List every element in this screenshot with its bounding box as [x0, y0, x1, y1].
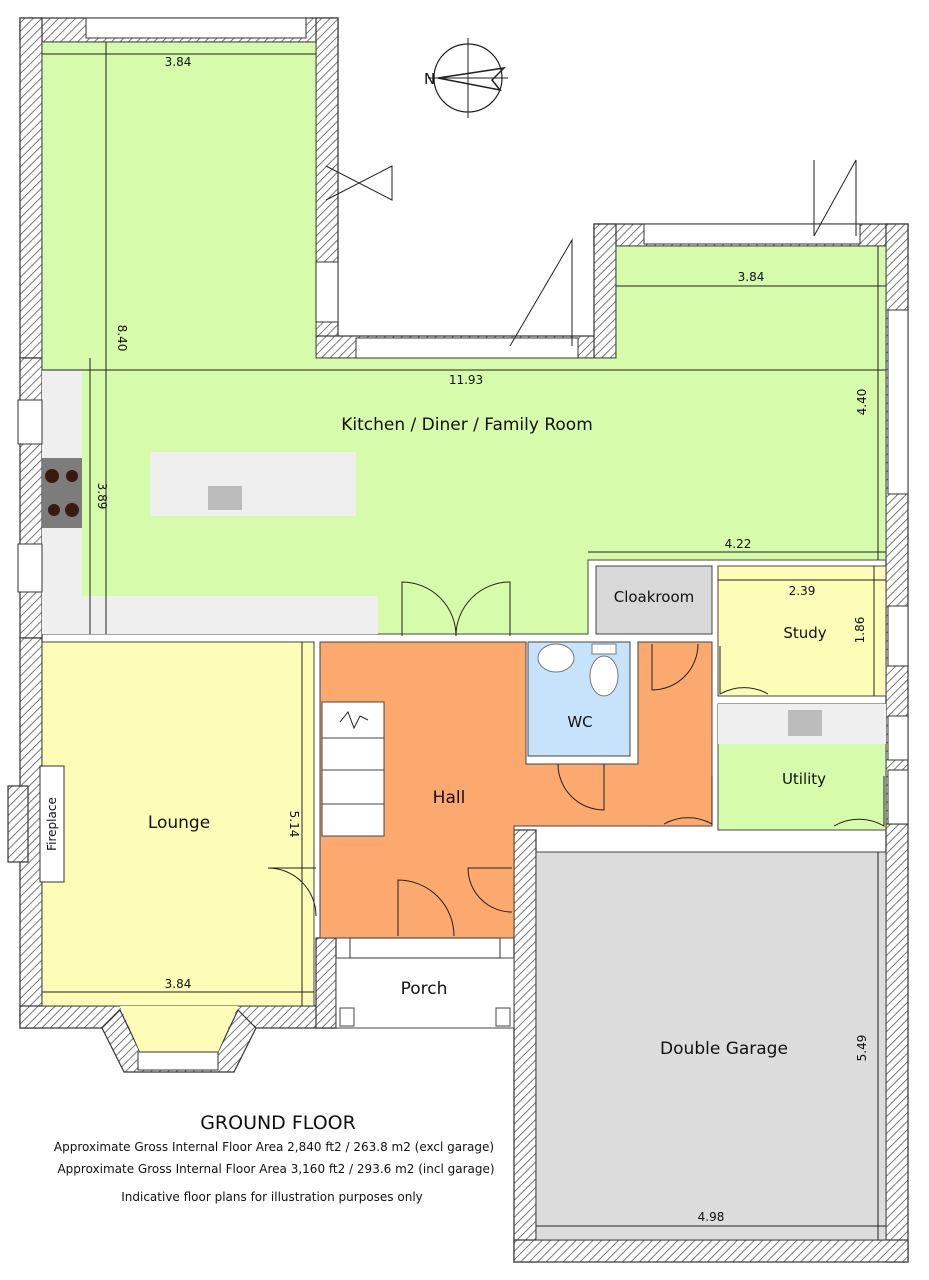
patio-door	[813, 159, 857, 237]
door-swing	[719, 646, 769, 695]
label-cloakroom: Cloakroom	[614, 588, 695, 606]
wall-garage-right	[885, 823, 909, 1263]
wall-garage-bottom	[513, 1239, 909, 1263]
window	[349, 937, 501, 959]
window	[137, 1051, 219, 1071]
doors	[267, 159, 885, 937]
hob-ring-icon	[45, 469, 59, 483]
window	[887, 769, 909, 825]
room-labels: Kitchen / Diner / Family Room Cloakroom …	[45, 415, 827, 1059]
door-swing	[651, 643, 699, 691]
dim-lounge-height: 5.14	[287, 811, 301, 838]
patio-door	[509, 238, 573, 347]
area-incl-garage: Approximate Gross Internal Floor Area 3,…	[57, 1162, 494, 1176]
info-block: GROUND FLOOR Approximate Gross Internal …	[54, 1112, 495, 1204]
sink-icon	[788, 710, 822, 736]
staircase	[321, 701, 385, 837]
wall-garage-left	[513, 829, 537, 1263]
fireplace	[39, 765, 65, 883]
door-swing	[467, 867, 513, 913]
wall-porch-left	[315, 937, 337, 1029]
label-kitchen: Kitchen / Diner / Family Room	[341, 415, 593, 435]
room-cloakroom	[595, 565, 713, 635]
door-swing	[663, 776, 713, 825]
toilet-icon	[589, 655, 619, 697]
window	[17, 399, 43, 445]
rooms	[39, 41, 887, 1241]
label-study: Study	[783, 624, 826, 642]
dim-lounge-width: 3.84	[165, 977, 192, 991]
wall-fireplace	[7, 785, 29, 863]
label-porch: Porch	[401, 979, 448, 999]
door-swing	[455, 581, 511, 637]
dimension-labels: 3.84 8.40 11.93 3.89 3.84 4.40 4.22 2.39…	[95, 55, 869, 1224]
kitchen-island	[150, 452, 356, 516]
dim-study-width: 2.39	[789, 584, 816, 598]
wall-family-left	[593, 223, 617, 359]
dim-kitchen-lower-width: 4.22	[725, 537, 752, 551]
room-lounge-bay	[120, 1006, 238, 1052]
floor-title: GROUND FLOOR	[200, 1112, 356, 1134]
room-garage	[535, 851, 887, 1241]
disclaimer: Indicative floor plans for illustration …	[121, 1190, 423, 1204]
hob-ring-icon	[48, 504, 60, 516]
porch-step	[339, 1007, 355, 1027]
window	[887, 309, 909, 495]
area-excl-garage: Approximate Gross Internal Floor Area 2,…	[54, 1140, 494, 1154]
door-swing	[557, 763, 605, 811]
basin-icon	[537, 643, 575, 673]
label-fireplace: Fireplace	[45, 797, 59, 851]
window	[355, 337, 579, 359]
porch-step	[495, 1007, 511, 1027]
dim-kitchen-total-width: 11.93	[449, 373, 483, 387]
window	[887, 715, 909, 761]
dim-garage-height: 5.49	[855, 1035, 869, 1062]
window	[315, 261, 339, 323]
window	[17, 543, 43, 593]
compass-arrow-icon	[437, 66, 507, 92]
kitchen-counter-bottom	[82, 596, 378, 634]
window	[887, 605, 909, 667]
dim-study-height: 1.86	[853, 617, 867, 644]
dim-kitchen-left-height: 8.40	[115, 325, 129, 352]
toilet-cistern-icon	[591, 643, 617, 655]
hob-ring-icon	[65, 503, 79, 517]
room-porch	[335, 957, 515, 1029]
hob-ring-icon	[66, 470, 78, 482]
compass-north-label: N	[424, 70, 435, 88]
compass: N	[424, 38, 508, 118]
wall-left-upper	[19, 17, 43, 359]
sink-icon	[208, 486, 242, 510]
patio-door	[325, 165, 393, 201]
label-wc: WC	[567, 713, 592, 731]
dim-garage-width: 4.98	[698, 1210, 725, 1224]
label-garage: Double Garage	[660, 1039, 788, 1059]
hob-icon	[42, 458, 82, 528]
dim-kitchen-top-width: 3.84	[165, 55, 192, 69]
label-utility: Utility	[782, 770, 826, 788]
door-swing	[397, 879, 455, 937]
dim-kitchen-left-inner: 3.89	[95, 483, 109, 510]
door-swing	[267, 867, 317, 917]
door-swing	[833, 776, 885, 827]
windows	[17, 17, 909, 1071]
label-hall: Hall	[433, 788, 466, 808]
label-lounge: Lounge	[148, 813, 210, 833]
window	[643, 223, 861, 245]
dimension-lines	[42, 42, 886, 1240]
window	[85, 17, 307, 39]
door-swing	[401, 581, 457, 637]
room-study	[717, 565, 887, 697]
dim-family-width: 3.84	[738, 270, 765, 284]
dim-family-height: 4.40	[855, 389, 869, 416]
